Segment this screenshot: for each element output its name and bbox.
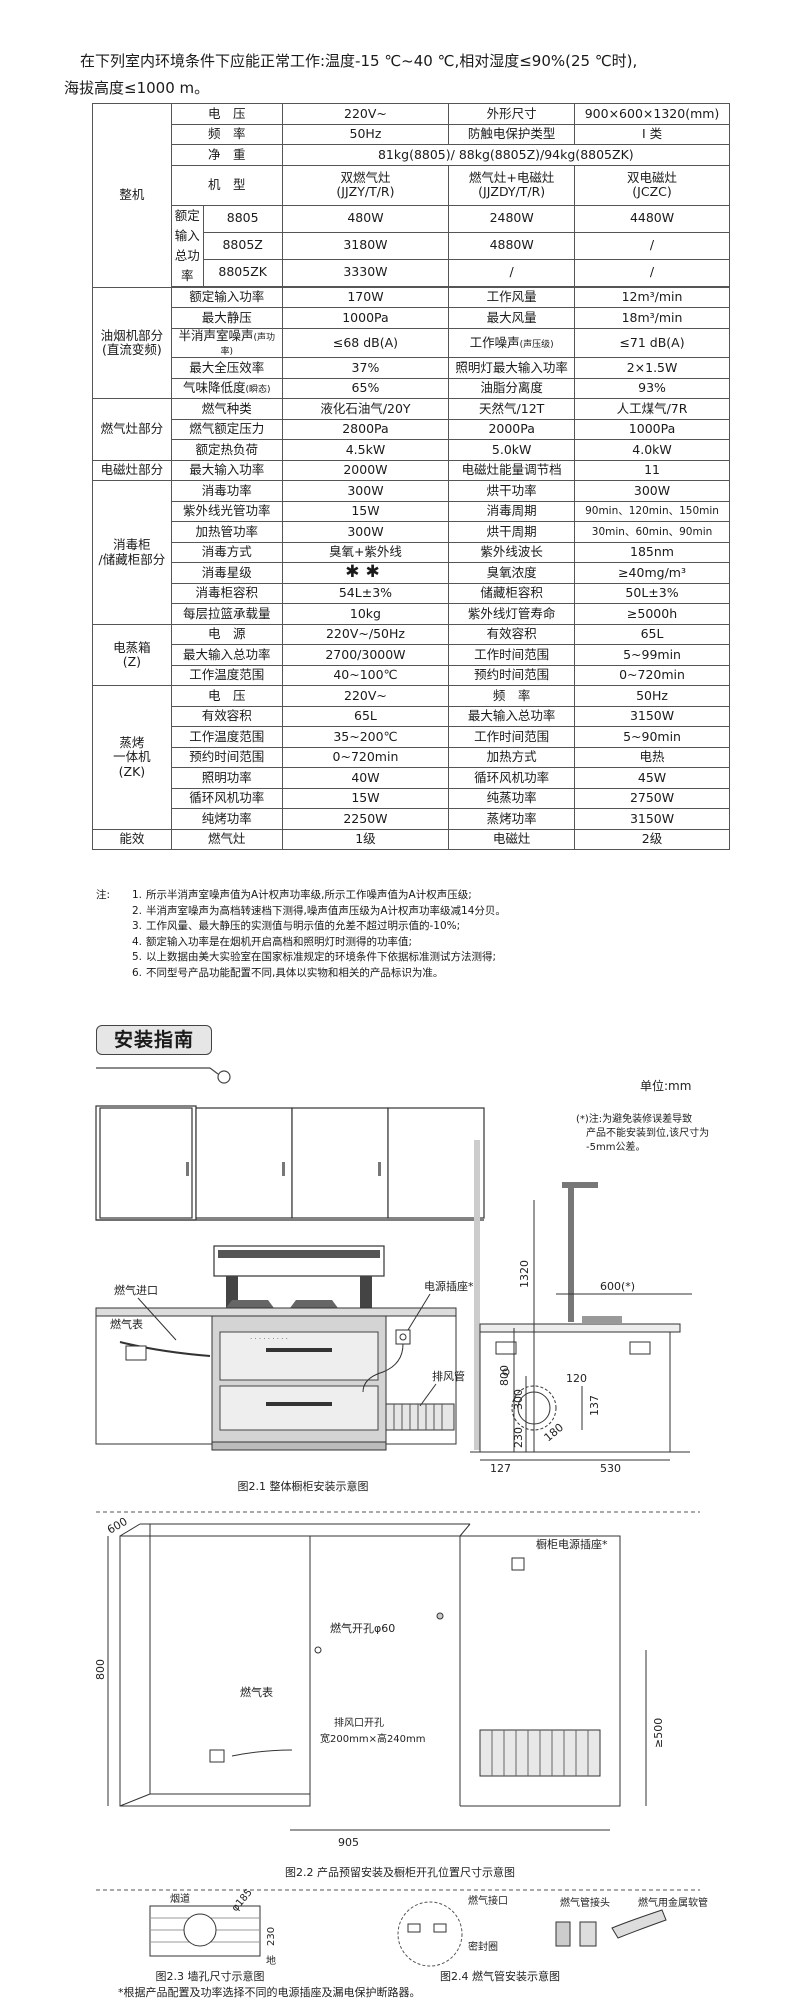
svg-text:1320: 1320 bbox=[518, 1260, 531, 1288]
svg-text:905: 905 bbox=[338, 1836, 359, 1849]
section-hood: 油烟机部分(直流变频) bbox=[92, 286, 172, 400]
section-steam-oven: 蒸烤一体机(ZK) bbox=[92, 685, 172, 830]
section-induction: 电磁灶部分 bbox=[92, 459, 172, 482]
fig3-caption: 图2.3 墙孔尺寸示意图 bbox=[156, 1969, 265, 1983]
install-diagrams: 单位:mm (*)注:为避免装修误差导致 产品不能安装到位,该尺寸为 -5mm公… bbox=[94, 1067, 709, 1999]
notes: 注:1.所示半消声室噪声值为A计权声功率级,所示工作噪声值为A计权声压级; 2.… bbox=[96, 889, 506, 979]
spec-table: 整机 电 压 220V~ 外形尺寸 900×600×1320(mm) 频 率 5… bbox=[92, 103, 731, 851]
svg-text:地: 地 bbox=[266, 1954, 276, 1967]
section-efficiency: 能效 bbox=[92, 828, 172, 851]
svg-text:300: 300 bbox=[512, 1389, 525, 1410]
gas-meter-label-2: 燃气表 bbox=[240, 1685, 273, 1699]
svg-text:(*)注:为避免装修误差导致: (*)注:为避免装修误差导致 bbox=[576, 1112, 692, 1125]
svg-text:120: 120 bbox=[566, 1372, 587, 1385]
figure-cabinet-elevation: · · · · · · · · · 燃气进口 燃气表 电源插座* 排风管 bbox=[95, 1105, 692, 1493]
section-disinfect: 消毒柜/储藏柜部分 bbox=[92, 480, 172, 625]
install-guide-title: 安装指南 bbox=[96, 1025, 212, 1055]
gas-inlet-label: 燃气进口 bbox=[114, 1283, 158, 1297]
svg-text:· · · · · · · · ·: · · · · · · · · · bbox=[250, 1335, 288, 1343]
svg-text:燃气接口: 燃气接口 bbox=[468, 1894, 508, 1907]
environment-conditions: 在下列室内环境条件下应能正常工作:温度-15 ℃~40 ℃,相对湿度≤90%(2… bbox=[64, 48, 740, 102]
svg-text:800: 800 bbox=[498, 1365, 511, 1386]
svg-text:燃气管接头: 燃气管接头 bbox=[560, 1896, 610, 1909]
svg-text:600(*): 600(*) bbox=[600, 1280, 635, 1293]
section-gas: 燃气灶部分 bbox=[92, 398, 172, 461]
svg-text:烟道: 烟道 bbox=[170, 1892, 190, 1905]
figure-gas-pipe: 燃气接口 密封圈 燃气管接头 燃气用金属软管 图2.4 燃气管安装示意图 bbox=[397, 1894, 708, 1983]
intro-line-1: 在下列室内环境条件下应能正常工作:温度-15 ℃~40 ℃,相对湿度≤90%(2… bbox=[80, 52, 638, 70]
cabinet-socket-label: 橱柜电源插座* bbox=[536, 1537, 608, 1551]
fig4-caption: 图2.4 燃气管安装示意图 bbox=[440, 1969, 560, 1983]
svg-text:530: 530 bbox=[600, 1462, 621, 1475]
footnote: *根据产品配置及功率选择不同的电源插座及漏电保护断路器。 bbox=[118, 1985, 421, 1999]
exhaust-pipe-label: 排风管 bbox=[432, 1369, 465, 1383]
svg-text:排风口开孔: 排风口开孔 bbox=[334, 1716, 384, 1729]
svg-text:137: 137 bbox=[588, 1395, 601, 1416]
svg-text:≥500: ≥500 bbox=[652, 1718, 665, 1748]
svg-text:600: 600 bbox=[105, 1515, 130, 1537]
pin-icon bbox=[217, 1070, 231, 1084]
svg-text:宽200mm×高240mm: 宽200mm×高240mm bbox=[320, 1732, 426, 1745]
svg-text:800: 800 bbox=[94, 1659, 107, 1680]
fig1-caption: 图2.1 整体橱柜安装示意图 bbox=[238, 1479, 369, 1493]
section-whole: 整机 bbox=[92, 103, 172, 288]
power-socket-label: 电源插座* bbox=[424, 1279, 474, 1293]
svg-text:230: 230 bbox=[266, 1927, 277, 1946]
star-rating: ✱✱ bbox=[281, 562, 450, 584]
section-steamer: 电蒸箱(Z) bbox=[92, 623, 172, 687]
figure-wall-hole: 烟道 φ185 230 地 图2.3 墙孔尺寸示意图 bbox=[149, 1887, 277, 1983]
svg-text:燃气用金属软管: 燃气用金属软管 bbox=[638, 1896, 708, 1909]
gas-meter-label: 燃气表 bbox=[110, 1317, 143, 1331]
gas-hole-label: 燃气开孔φ60 bbox=[330, 1621, 395, 1635]
svg-text:密封圈: 密封圈 bbox=[468, 1940, 498, 1953]
figure-cabinet-openings bbox=[107, 1523, 647, 1831]
svg-text:127: 127 bbox=[490, 1462, 511, 1475]
svg-text:-5mm公差。: -5mm公差。 bbox=[586, 1140, 645, 1153]
unit-label: 单位:mm bbox=[640, 1078, 691, 1093]
rated-power-label: 额定输入总功率 bbox=[170, 204, 204, 287]
intro-line-2: 海拔高度≤1000 m。 bbox=[64, 79, 210, 97]
fig2-caption: 图2.2 产品预留安装及橱柜开孔位置尺寸示意图 bbox=[285, 1865, 515, 1879]
svg-text:产品不能安装到位,该尺寸为: 产品不能安装到位,该尺寸为 bbox=[586, 1126, 709, 1139]
svg-text:230: 230 bbox=[512, 1427, 525, 1448]
